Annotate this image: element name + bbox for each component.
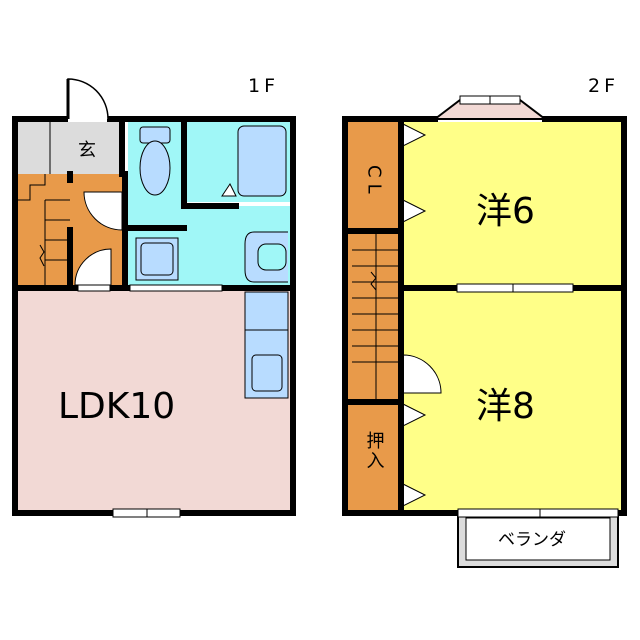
western-room-8 <box>403 290 621 510</box>
ldk-label: LDK10 <box>58 386 175 427</box>
western-room-6 <box>403 122 621 286</box>
entrance-label: 玄 <box>78 140 96 161</box>
hall-door-swing-2 <box>74 248 112 286</box>
room6-label: 洋6 <box>476 191 535 232</box>
first-floor-plan: 1F 玄 LDK10 <box>12 75 296 518</box>
stairs-1f <box>15 174 70 288</box>
stair-steps-2f <box>352 233 400 400</box>
closet-cl <box>348 122 400 230</box>
floor-label-2f: 2F <box>588 75 619 97</box>
kitchen-sink-icon <box>251 354 283 392</box>
stairs-2f <box>348 233 400 400</box>
bathtub-icon <box>237 125 287 197</box>
walls-2f <box>342 116 627 516</box>
oshiire-label: 押入 <box>364 431 385 471</box>
hall-door-swing <box>83 191 123 231</box>
veranda-label: ベランダ <box>498 530 566 550</box>
entrance-door <box>67 78 109 120</box>
entrance-area <box>15 122 122 174</box>
closet-doors <box>402 123 427 507</box>
toilet-icon <box>139 140 171 196</box>
room8-label: 洋8 <box>476 386 535 427</box>
ldk-room <box>15 288 290 510</box>
stair-steps-1f <box>15 174 70 288</box>
closet-label: CL <box>364 165 385 200</box>
room8-door-swing <box>402 354 442 394</box>
floor-label-1f: 1F <box>248 75 279 97</box>
second-floor-plan: 2F CL 洋6 洋8 押入 ベランダ <box>342 75 627 568</box>
oshiire-closet <box>348 403 400 510</box>
